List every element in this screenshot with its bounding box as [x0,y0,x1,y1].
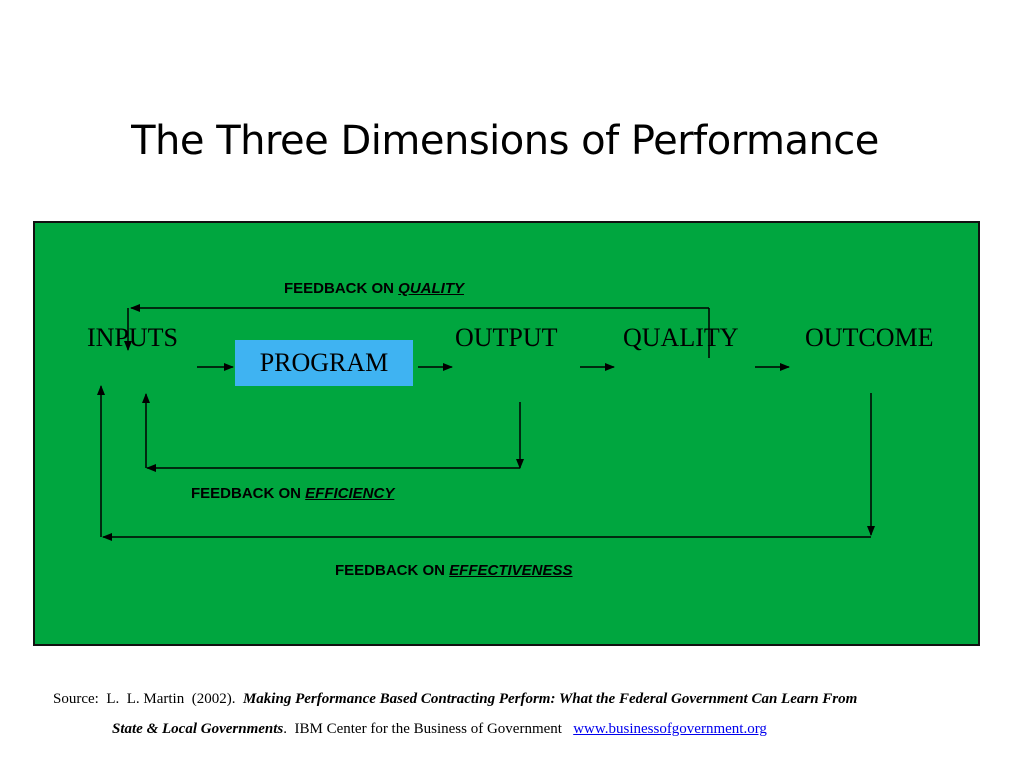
feedback-effectiveness-loop [97,385,875,541]
node-output: OUTPUT [455,323,558,352]
source-title-line1: Making Performance Based Contracting Per… [242,691,858,707]
node-program: PROGRAM [235,340,413,386]
feedback-effectiveness-label: FEEDBACK ON EFFECTIVENESS [335,562,573,579]
feedback-effectiveness-term: EFFECTIVENESS [449,562,573,579]
source-publisher: . IBM Center for the Business of Governm… [283,721,574,737]
node-quality: QUALITY [623,323,739,352]
feedback-quality-loop [124,304,710,358]
source-title-line2: State & Local Governments [112,721,284,737]
diagram-panel [33,221,980,646]
feedback-quality-label: FEEDBACK ON QUALITY [284,280,464,297]
feedback-efficiency-loop [142,393,524,472]
slide-title: The Three Dimensions of Performance [131,118,879,164]
node-program-label: PROGRAM [259,348,389,377]
feedback-effectiveness-prefix: FEEDBACK ON [335,562,450,579]
node-outcome: OUTCOME [805,323,934,352]
feedback-efficiency-term: EFFICIENCY [305,485,395,502]
source-citation-line1: Source: L. L. Martin (2002). Making Perf… [53,691,857,708]
source-prefix: Source: L. L. Martin (2002). [53,691,243,707]
feedback-quality-term: QUALITY [398,280,465,297]
feedback-efficiency-label: FEEDBACK ON EFFICIENCY [191,485,394,502]
feedback-efficiency-prefix: FEEDBACK ON [191,485,306,502]
source-link[interactable]: www.businessofgovernment.org [573,721,767,737]
source-citation-line2: State & Local Governments. IBM Center fo… [112,721,767,738]
feedback-quality-prefix: FEEDBACK ON [284,280,399,297]
node-inputs: INPUTS [87,323,179,352]
